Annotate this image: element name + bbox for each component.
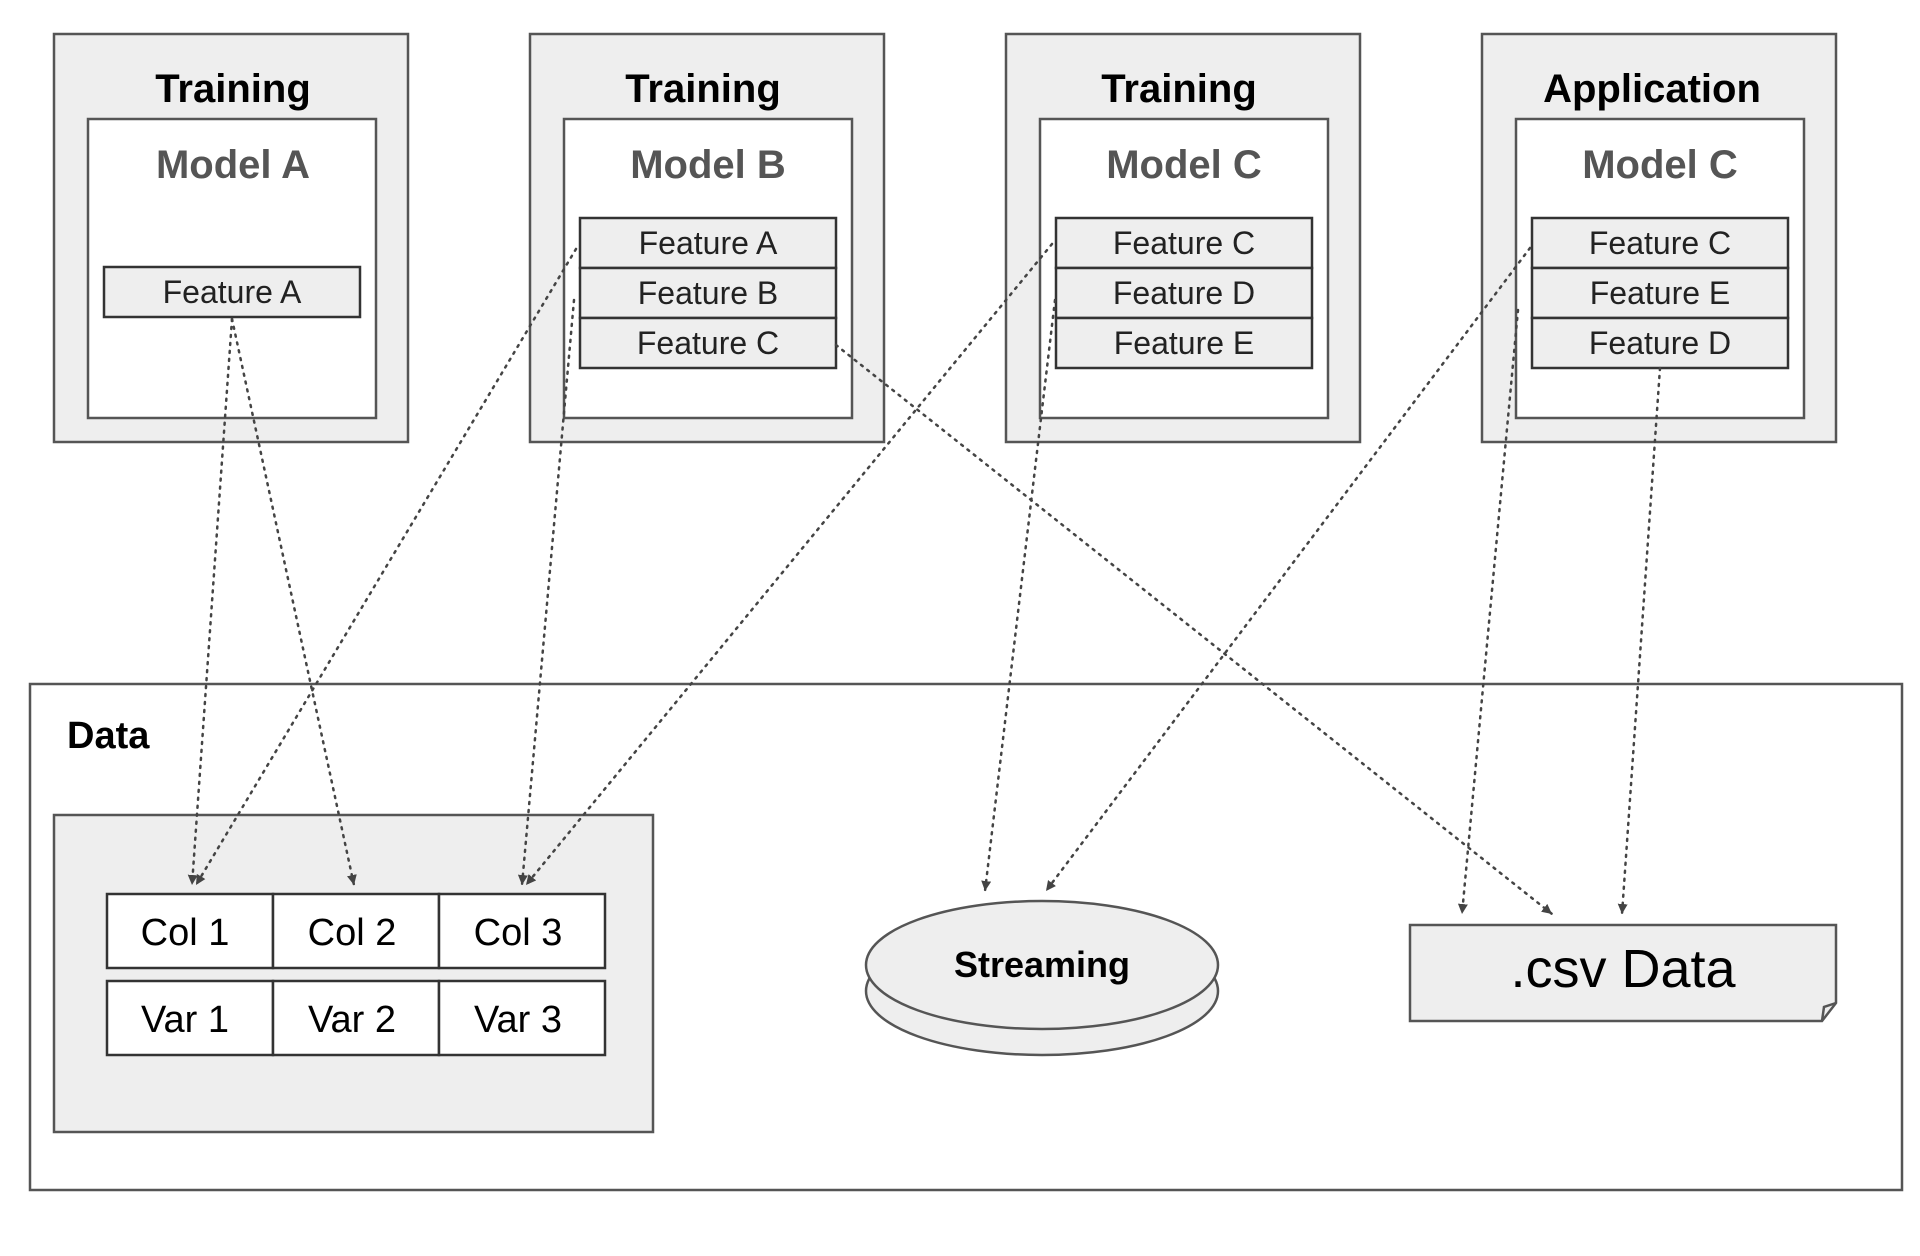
feature-box <box>578 216 838 270</box>
edge-model-a-feature-a-to-col-1 <box>187 317 234 887</box>
panel-application-model-c: Application Model C Feature C Feature E … <box>1480 32 1838 444</box>
edge-model-b-feature-a-to-col-1 <box>194 247 578 887</box>
edge-application-feature-e-to-csv <box>1457 308 1520 916</box>
variable-3-label: Var 3 <box>474 999 562 1041</box>
table-header-cell <box>271 892 441 970</box>
edge-model-b-feature-b-to-col-3 <box>517 298 576 887</box>
edge-application-feature-c-to-streaming <box>1044 246 1532 893</box>
table-value-cell <box>271 979 441 1057</box>
feature-label: Feature B <box>638 275 779 311</box>
column-2-label: Col 2 <box>308 912 397 954</box>
edge-model-b-feature-c-to-csv <box>834 343 1554 916</box>
panel-title: Application <box>1543 67 1761 111</box>
data-table-panel: Col 1 Col 2 Col 3 Var 1 Var 2 Var 3 <box>52 813 655 1134</box>
model-name: Model B <box>630 143 786 187</box>
feature-box <box>1530 316 1790 370</box>
feature-box <box>1054 316 1314 370</box>
connectors <box>187 242 1662 916</box>
column-3-label: Col 3 <box>474 912 563 954</box>
table-value-cell <box>105 979 275 1057</box>
model-name: Model C <box>1582 143 1738 187</box>
data-section: Data Col 1 Col 2 Col 3 Var 1 Var 2 Var 3… <box>28 682 1904 1192</box>
feature-label: Feature C <box>1589 225 1731 261</box>
panel-title: Training <box>625 67 781 111</box>
column-1-label: Col 1 <box>141 912 230 954</box>
table-panel-bg <box>52 813 655 1134</box>
edge-application-feature-d-to-csv <box>1617 366 1662 916</box>
feature-label: Feature C <box>1113 225 1255 261</box>
panel-title: Training <box>1101 67 1257 111</box>
feature-label: Feature E <box>1590 275 1731 311</box>
feature-label: Feature C <box>637 325 779 361</box>
panel-title: Training <box>155 67 311 111</box>
panel-training-model-a: Training Model A Feature A <box>52 32 410 444</box>
table-header-cell <box>105 892 275 970</box>
csv-data-label: .csv Data <box>1510 939 1736 999</box>
edge-model-c-feature-c-to-col-3 <box>524 242 1054 887</box>
panel-training-model-c: Training Model C Feature C Feature D Fea… <box>1004 32 1362 444</box>
variable-1-label: Var 1 <box>141 999 229 1041</box>
streaming-label: Streaming <box>954 944 1130 985</box>
variable-2-label: Var 2 <box>308 999 396 1041</box>
feature-box <box>102 265 362 319</box>
csv-page-fold <box>1820 1001 1837 1022</box>
table-header-cell <box>437 892 607 970</box>
feature-box <box>578 316 838 370</box>
feature-label: Feature A <box>163 274 302 310</box>
feature-label: Feature D <box>1589 325 1731 361</box>
csv-document-shape <box>1408 923 1838 1023</box>
edge-model-c-feature-d-to-streaming <box>981 298 1057 893</box>
panel-training-model-b: Training Model B Feature A Feature B Fea… <box>528 32 886 444</box>
model-name: Model A <box>156 143 310 187</box>
feature-label: Feature E <box>1114 325 1255 361</box>
csv-data-source: .csv Data <box>1408 923 1838 1023</box>
feature-box <box>1530 216 1790 270</box>
data-label: Data <box>67 715 150 757</box>
edge-model-a-feature-a-to-col-2 <box>230 317 357 887</box>
model-name: Model C <box>1106 143 1262 187</box>
feature-box <box>1530 266 1790 320</box>
feature-label: Feature D <box>1113 275 1255 311</box>
table-value-cell <box>437 979 607 1057</box>
feature-label: Feature A <box>639 225 778 261</box>
streaming-disk-top <box>864 899 1220 1031</box>
streaming-source: Streaming <box>864 899 1220 1057</box>
